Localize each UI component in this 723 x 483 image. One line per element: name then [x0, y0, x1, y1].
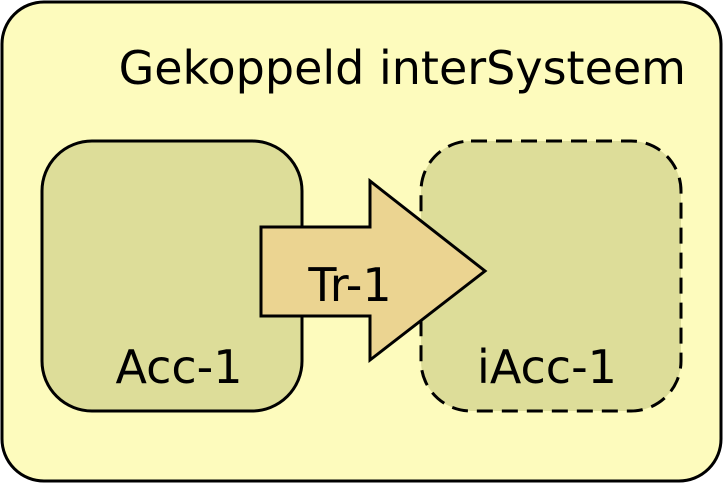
account-label-acc-1: Acc-1: [115, 340, 242, 394]
transaction-label: Tr-1: [307, 258, 391, 312]
transaction-arrow: [259, 177, 488, 364]
account-label-iacc-1: iAcc-1: [477, 340, 617, 394]
system-title: Gekoppeld interSysteem: [119, 41, 686, 95]
